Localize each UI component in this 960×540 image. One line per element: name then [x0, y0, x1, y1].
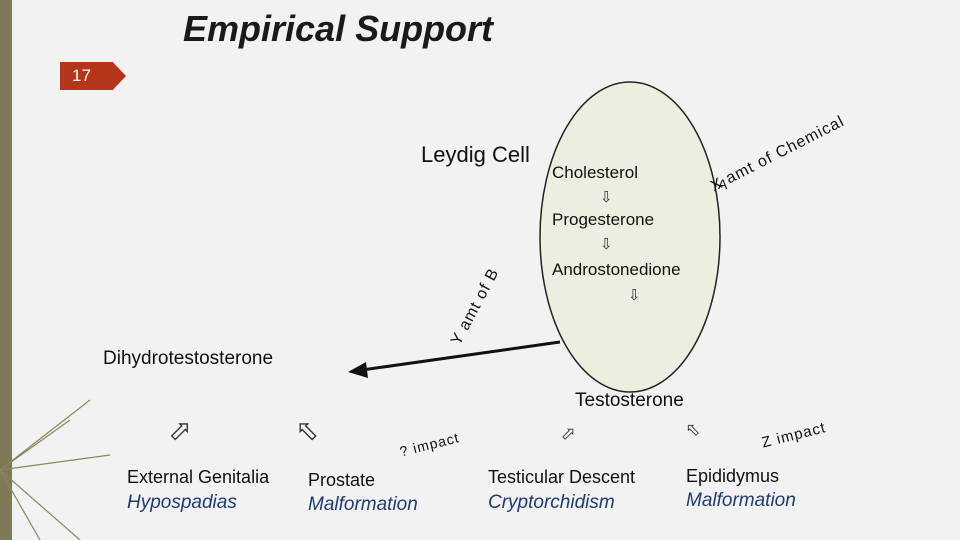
androstenedione-label: Androstonedione [552, 260, 681, 279]
outcome-effect-cryptorchidism: Cryptorchidism [488, 492, 615, 513]
cholesterol-label: Cholesterol [552, 163, 638, 182]
testosterone-label: Testosterone [575, 390, 684, 411]
outcome-organ-prostate: Prostate [308, 470, 376, 490]
outcome-effect-prostate: Malformation [308, 494, 418, 515]
leydig-cell-label: Leydig Cell [421, 142, 530, 167]
leydig-cell-ellipse [539, 81, 721, 393]
outcome-effect-hypospadias: Hypospadias [127, 492, 237, 513]
down-arrow-icon: ⇩ [600, 235, 613, 253]
dht-arrow-head [348, 362, 368, 378]
outcome-organ-testicular: Testicular Descent [488, 467, 636, 487]
slide-title: Empirical Support [183, 8, 494, 49]
outcome-effect-epididymus: Malformation [686, 490, 796, 511]
outcome-organ-genitalia: External Genitalia [127, 467, 270, 487]
slide-number: 17 [60, 62, 126, 90]
down-arrow-icon: ⇩ [600, 188, 613, 206]
dht-label: Dihydrotestosterone [103, 348, 274, 369]
dht-arrow-line [361, 340, 561, 372]
left-rail [0, 0, 12, 540]
decorative-lines [0, 399, 111, 540]
progesterone-label: Progesterone [552, 210, 655, 229]
x-a-label: A [718, 176, 729, 192]
outcome-organ-epididymus: Epididymus [686, 466, 780, 486]
down-arrow-icon: ⇩ [628, 286, 641, 304]
